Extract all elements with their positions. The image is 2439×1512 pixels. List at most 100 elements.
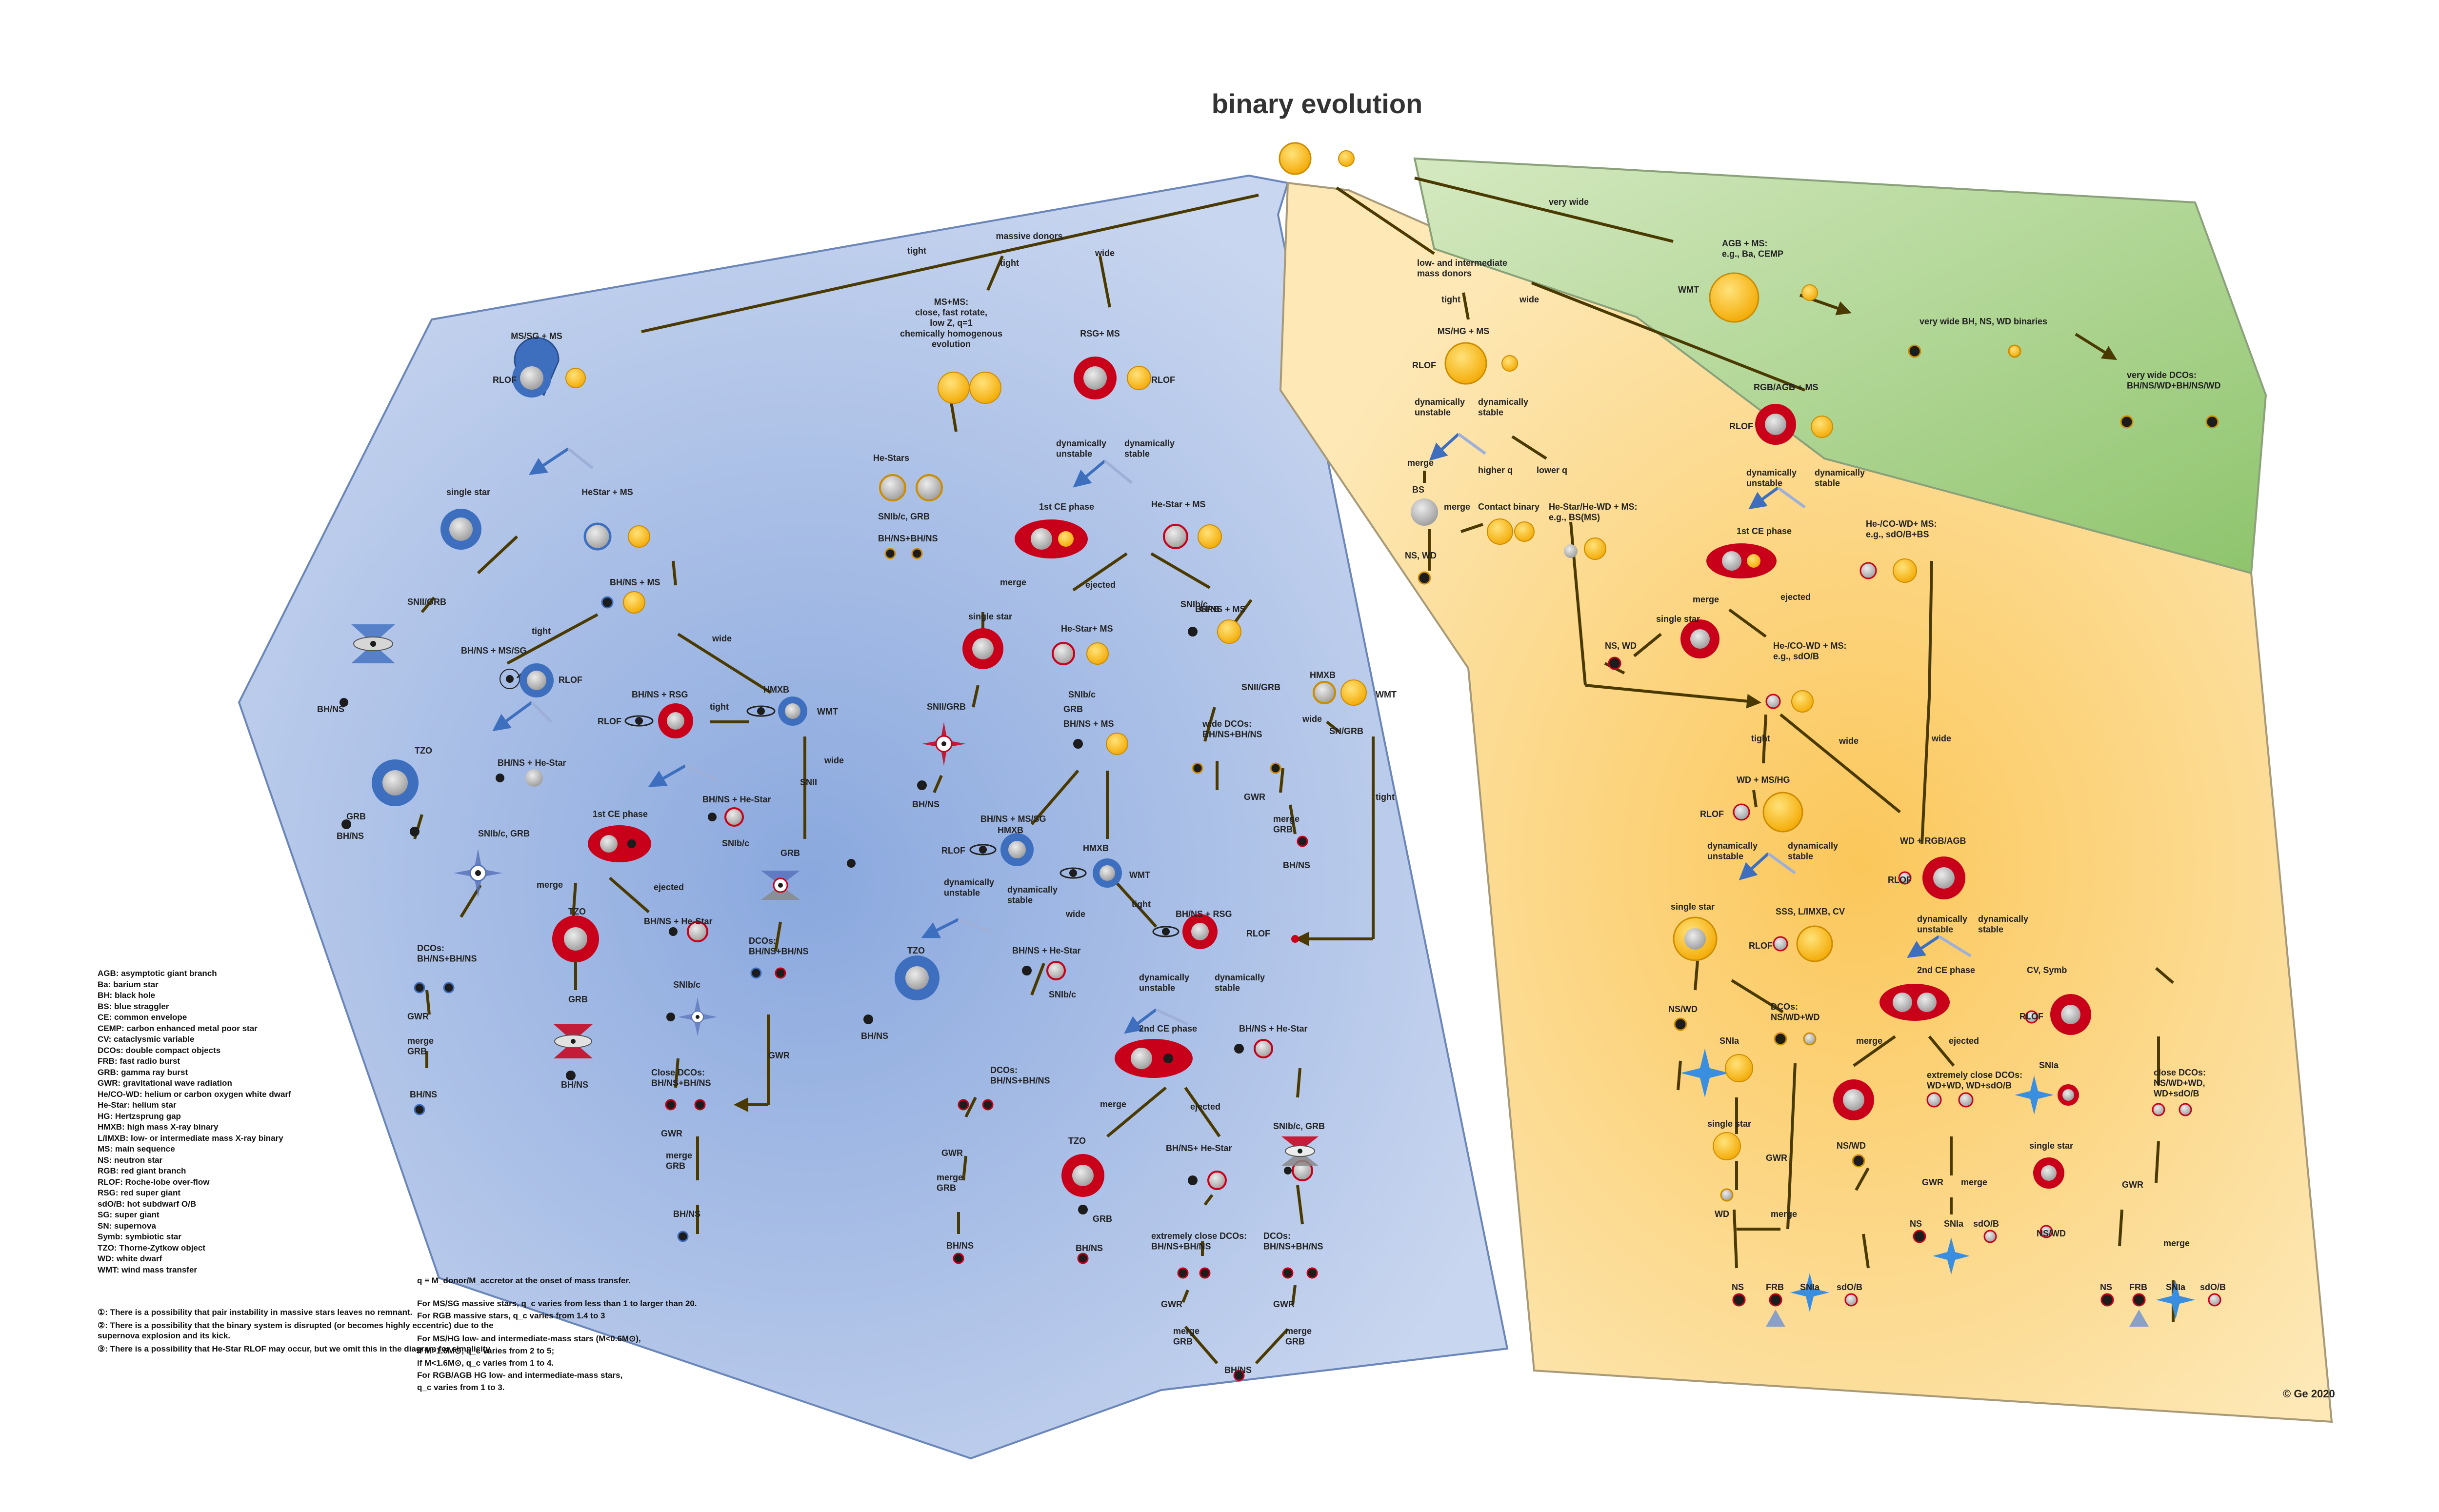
label-gwr-10: GWR [2122, 1180, 2143, 1190]
label-hmxb-3: HMXB [1083, 843, 1109, 853]
copyright: © Ge 2020 [2283, 1388, 2335, 1400]
label-lower-q: lower q [1537, 465, 1567, 475]
initial-primary-star [1279, 142, 1312, 175]
label-he-co-wd-ms-2: He-/CO-WD + MS:e.g., sdO/B [1773, 641, 1847, 661]
glossary-item: L/IMXB: low- or intermediate mass X-ray … [98, 1133, 283, 1143]
label-dcos-nswd: DCOs:NS/WD+WD [1771, 1002, 1820, 1022]
glossary-item: SG: super giant [98, 1210, 160, 1219]
label-tight-5: tight [1132, 899, 1151, 909]
label-grb-5: GRB [1093, 1214, 1112, 1224]
label-sn-grb: SN/GRB [1329, 726, 1363, 736]
label-bhns-10: BH/NS [1224, 1365, 1252, 1375]
label-snia-2: SNIa [2039, 1060, 2059, 1070]
label-ns-3: NS [2100, 1282, 2112, 1292]
label-bhns-mssg-1: BH/NS + MS/SG [461, 646, 527, 656]
footnote-line: For MS/HG low- and intermediate-mass sta… [417, 1334, 641, 1343]
label-he-stars: He-Stars [873, 453, 909, 463]
label-rlof-2: RLOF [1151, 375, 1175, 385]
label-bhns-11: BH/NS [1283, 860, 1310, 870]
label-grb-3: GRB [568, 995, 588, 1004]
label-ejected-4: ejected [1780, 592, 1811, 602]
label-very-wide-dcos: very wide DCOs:BH/NS/WD+BH/NS/WD [2127, 370, 2221, 391]
label-rsg-ms: RSG+ MS [1080, 329, 1120, 338]
label-single-star-5: single star [1707, 1119, 1751, 1129]
label-hestar-ms-3: He-Star+ MS [1061, 624, 1113, 634]
label-bhns-hestar-2: BH/NS + He-Star [702, 795, 771, 804]
label-wide-4: wide [1065, 909, 1085, 919]
label-gwr-3: GWR [661, 1129, 682, 1138]
very-wide-region [1413, 157, 2267, 575]
label-gwr-4: GWR [941, 1148, 963, 1158]
label-ejected-2: ejected [1085, 580, 1116, 590]
label-hmxb-2: HMXB [998, 825, 1023, 835]
label-ejected-3: ejected [1190, 1102, 1220, 1112]
label-rgb-agb-ms: RGB/AGB + MS [1754, 382, 1819, 392]
label-tight-8: tight [1751, 734, 1770, 743]
label-snibc-1: SNIb/c [722, 838, 749, 848]
label-tzo-1: TZO [415, 746, 432, 756]
label-merge-10: merge [2163, 1238, 2190, 1248]
label-bhns-ms-3: BH/NS + MS [1195, 604, 1246, 614]
glossary-item: He-Star: helium star [98, 1100, 177, 1110]
glossary-item: RLOF: Roche-lobe over-flow [98, 1177, 210, 1187]
notes: ①: There is a possibility that pair inst… [98, 1307, 537, 1357]
label-wmt-2: WMT [1129, 870, 1150, 880]
label-second-ce-2: 2nd CE phase [1917, 965, 1975, 975]
label-wd-rgb-agb: WD + RGB/AGB [1900, 836, 1966, 846]
label-wide-5: wide [1302, 714, 1322, 724]
label-extremely-close-dcos: extremely close DCOs:BH/NS+BH/NS [1151, 1231, 1247, 1252]
label-tight-6: tight [1376, 792, 1395, 802]
label-bhns-ms-2: BH/NS + MS [1063, 719, 1114, 729]
label-wmt-3: WMT [1376, 690, 1397, 699]
label-cv-symb: CV, Symb [2027, 965, 2067, 975]
label-agb-ms: AGB + MS:e.g., Ba, CEMP [1722, 239, 1783, 259]
glossary-item: CE: common envelope [98, 1013, 187, 1022]
label-bhns-hestar-4: BH/NS + He-Star [1012, 946, 1081, 955]
label-bhns-2: BH/NS [337, 831, 364, 841]
glossary-item: Ba: barium star [98, 979, 159, 989]
label-bhns-hestar-5: BH/NS + He-Star [1239, 1024, 1308, 1034]
glossary-item: WD: white dwarf [98, 1254, 162, 1263]
label-rlof-4: RLOF [598, 716, 621, 726]
label-merge-1: merge [537, 880, 563, 890]
label-sss: SSS, L/IMXB, CV [1776, 907, 1845, 916]
label-rlof-10: RLOF [1888, 875, 1912, 885]
label-ns-1: NS [1910, 1219, 1922, 1229]
label-massive-donors: massive donors [996, 231, 1062, 241]
footnote-line: For MS/SG massive stars, q_c varies from… [417, 1299, 697, 1308]
label-rlof-3: RLOF [559, 675, 582, 685]
label-frb-1: FRB [1766, 1282, 1784, 1292]
label-hestar-hewd-ms: He-Star/He-WD + MS:e.g., BS(MS) [1549, 502, 1638, 522]
glossary-item: RSG: red super giant [98, 1188, 181, 1197]
star-nodes [340, 272, 2221, 1381]
label-snibc-grb-2: SNIb/c, GRB [878, 512, 930, 521]
label-bhns-mssg-2: BH/NS + MS/SG [980, 814, 1046, 824]
label-ns-wd-2: NS, WD [1605, 641, 1637, 651]
label-snii: SNII [800, 777, 817, 787]
label-grb-4: GRB [1063, 704, 1083, 714]
label-bhns-4: BH/NS [410, 1090, 437, 1099]
label-tight-3: tight [532, 626, 551, 636]
footnote-line: q_c varies from 1 to 3. [417, 1383, 505, 1392]
label-first-ce-2: 1st CE phase [1039, 502, 1094, 512]
label-single-star-1: single star [446, 487, 490, 497]
label-snia-5: SNIa [2166, 1282, 2186, 1292]
label-snibc-grb-4: SNIb/c, GRB [1273, 1121, 1325, 1131]
label-merge-3: merge [1100, 1099, 1126, 1109]
label-higher-q: higher q [1478, 465, 1513, 475]
label-tight-1: tight [907, 246, 926, 256]
label-merge-4: merge [1407, 458, 1434, 468]
label-dcos-3: DCOs:BH/NS+BH/NS [990, 1065, 1050, 1086]
